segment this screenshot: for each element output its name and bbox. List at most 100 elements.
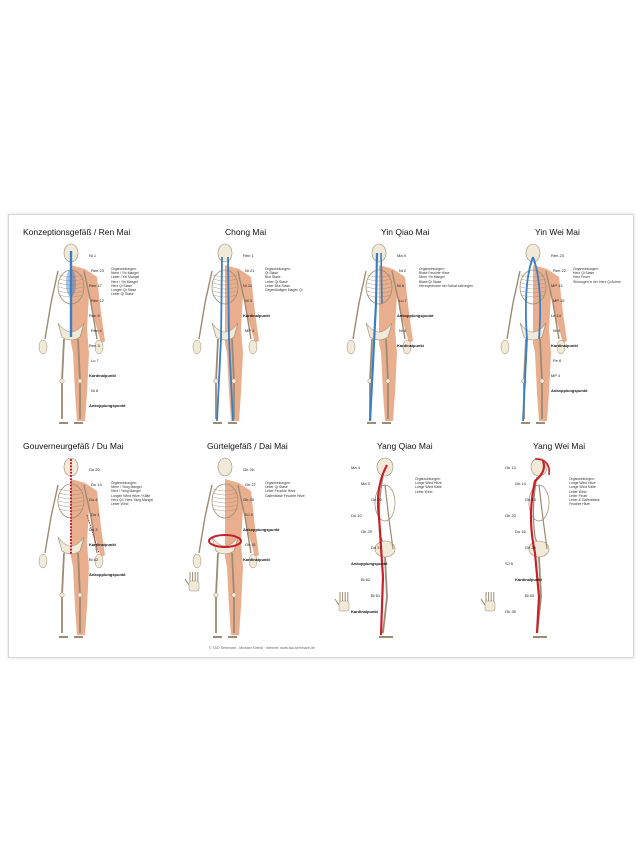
dai-mai-belt	[208, 534, 242, 548]
right-hand	[248, 339, 258, 355]
point-label: Du 1	[91, 512, 100, 517]
yang-wei-line	[529, 460, 546, 634]
point-label: Ni 6	[399, 328, 407, 333]
right-knee	[231, 378, 237, 384]
skull	[217, 457, 233, 477]
body-figure	[334, 457, 396, 638]
point-label: Ni 6	[397, 283, 405, 288]
point-label: Bl 63	[525, 593, 535, 598]
note-line: Gegenläufiges Magen Qi	[265, 288, 303, 293]
leg	[382, 556, 388, 634]
thumb	[184, 578, 190, 586]
point-label: Ankopplungspunkt	[243, 527, 280, 532]
note-line: Leber Qi Stase	[111, 292, 134, 297]
body-figure	[500, 243, 567, 424]
left-hand	[192, 339, 202, 355]
rib	[212, 504, 238, 508]
note-line: Gallenblase Feuchte Hitze	[265, 493, 305, 498]
point-label: Kardinalpunkt	[243, 557, 270, 562]
right-knee	[231, 592, 237, 598]
panel-title: Gouverneurgefäß / Du Mai	[23, 441, 124, 451]
right-hand	[556, 339, 566, 355]
rib	[212, 500, 238, 504]
point-label: Du 16	[515, 529, 526, 534]
arm	[384, 484, 394, 550]
point-label: Lu 7	[399, 298, 407, 303]
left-hand	[192, 553, 202, 569]
point-label: Ren 12	[91, 298, 104, 303]
panel-title: Konzeptionsgefäß / Ren Mai	[23, 227, 131, 237]
ribcage	[211, 269, 239, 305]
left-knee	[213, 592, 219, 598]
arm	[538, 484, 548, 550]
point-label: MP 15	[553, 298, 565, 303]
note-line: Organwirkungen:	[419, 267, 445, 271]
rib	[212, 290, 238, 294]
point-label: Ma 4	[351, 465, 360, 470]
point-label: Du 4	[89, 497, 98, 502]
skull	[525, 243, 541, 263]
thumb	[480, 598, 486, 606]
rib	[520, 294, 546, 298]
rib	[366, 274, 392, 278]
point-label: Le 14	[551, 313, 562, 318]
ribcage	[211, 483, 239, 519]
left-knee	[213, 378, 219, 384]
point-label: Gb 13	[505, 465, 516, 470]
yang-qiao-line	[376, 464, 388, 636]
point-label: Ankopplungspunkt	[351, 561, 388, 566]
yin-wei-line-2	[532, 256, 542, 340]
point-label: Bl 62	[361, 577, 371, 582]
point-label: Ankopplungspunkt	[89, 403, 126, 408]
point-label: Ni 3	[245, 298, 253, 303]
yin-qiao-line	[368, 252, 379, 422]
right-arm	[83, 484, 98, 554]
skull	[371, 243, 387, 263]
note-line: Leber Qi Stase	[265, 485, 288, 490]
note-line: Leber Feuer	[569, 493, 588, 498]
point-label: Dü 3	[89, 527, 98, 532]
point-label: Gb 41	[245, 542, 256, 547]
left-hand	[38, 339, 48, 355]
point-label: Du 20	[89, 467, 100, 472]
rib	[366, 294, 392, 298]
note-line: Herz / Yin Mangel	[111, 279, 138, 284]
right-arm	[391, 270, 406, 340]
point-label: Bl 61	[371, 593, 381, 598]
thumb	[334, 598, 340, 606]
note-line: Leber Wind	[111, 502, 129, 507]
point-label: Ren 1	[243, 253, 254, 258]
right-arm	[83, 270, 98, 340]
body-figure	[346, 243, 413, 424]
rib	[366, 282, 392, 286]
panel-title: Yang Qiao Mai	[377, 441, 433, 451]
rib	[520, 290, 546, 294]
point-label: Lu 7	[91, 358, 99, 363]
rib	[212, 488, 238, 492]
right-hand	[402, 339, 412, 355]
right-knee	[539, 378, 545, 384]
point-label: Gb 15	[525, 497, 536, 502]
skull	[217, 243, 233, 263]
meridian-area	[66, 269, 76, 297]
ribcage	[374, 484, 396, 522]
rib	[212, 508, 238, 512]
point-label: Bl 62	[89, 557, 99, 562]
point-label: Dü 10	[351, 513, 362, 518]
note-line: Lungen Wind Hitze / Kälte	[111, 493, 151, 498]
note-line: Niere / Yang Mangel	[111, 485, 142, 490]
rib	[58, 500, 84, 504]
point-label: Gb 14	[515, 481, 526, 486]
pelvis	[57, 322, 85, 341]
note-line: Störungen in der Herz Qi Achse	[573, 279, 621, 284]
note-line: Blase Qi Stase	[419, 279, 442, 284]
left-arm	[506, 270, 521, 340]
rib	[520, 286, 546, 290]
note-line: Organwirkungen:	[111, 481, 137, 485]
note-line: Lunge Wind Hitze	[415, 481, 442, 486]
